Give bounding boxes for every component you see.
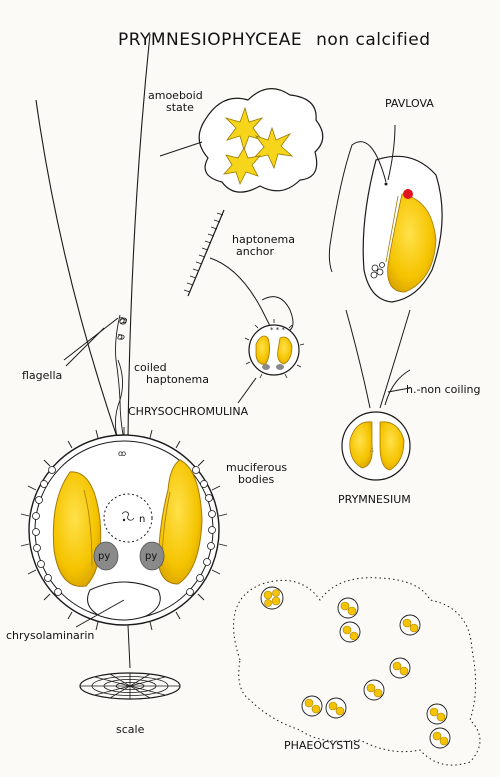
pyrenoid-right [139,541,165,571]
label-coiled-line1: coiled [134,361,167,374]
eyespot [403,189,413,199]
label-nucleus: n [139,514,146,525]
label-muciferous-line2: bodies [238,473,275,486]
label-haptonema-line1: haptonema [232,233,295,246]
chrysochromulina-pointer [237,377,257,404]
label-coiled-line2: haptonema [146,373,209,386]
pyrenoid-left [93,541,119,571]
scale-body [79,672,181,700]
svg-text:ꝏ: ꝏ [118,449,126,458]
chloroplast-left [52,471,102,587]
title-main: PRYMNESIOPHYCEAE [118,30,303,50]
label-phaeocystis: PHAEOCYSTIS [284,739,361,752]
label-h-non-coiling: h.-non coiling [406,383,481,396]
amoeboid-pointer [159,141,203,157]
amoeboid-cell [198,88,324,193]
label-pavlova: PAVLOVA [385,97,434,110]
label-muciferous-line1: muciferous [226,461,288,474]
label-pyrenoid-left: py [98,551,111,562]
prymnesium-cell: ∴ [341,309,411,481]
label-chrysochromulina: CHRYSOCHROMULINA [128,405,249,418]
label-amoeboid-line1: amoeboid [148,89,203,102]
haptonema-anchor-substrate [183,209,273,331]
coiled-haptonema [115,314,127,441]
label-haptonema-line2: anchor [236,245,274,258]
nucleus [103,493,153,543]
label-pyrenoid-right: py [145,551,158,562]
flagella-pointer-2 [63,317,119,361]
scale-pointer [127,624,131,669]
label-prymnesium: PRYMNESIUM [338,493,411,506]
label-scale: scale [116,723,145,736]
h-non-coiling-pointer [387,387,411,393]
diagram-title: PRYMNESIOPHYCEAE non calcified [118,30,431,50]
label-flagella: flagella [22,369,63,382]
label-amoeboid-line2: state [166,101,194,114]
prymnesiophyte-cell-large: ꝏ [20,427,228,631]
chrysolaminarin-pointer [75,599,125,628]
svg-text:* * *: * * * [270,326,285,334]
pavlova-cell [328,124,443,303]
phaeocystis-colony [233,577,481,766]
chloroplast-right [157,459,203,585]
title-sub: non calcified [316,30,431,50]
svg-text:∴: ∴ [370,447,374,454]
chrysochromulina-cell: * * * [244,296,305,379]
label-chrysolaminarin: chrysolaminarin [6,629,95,642]
